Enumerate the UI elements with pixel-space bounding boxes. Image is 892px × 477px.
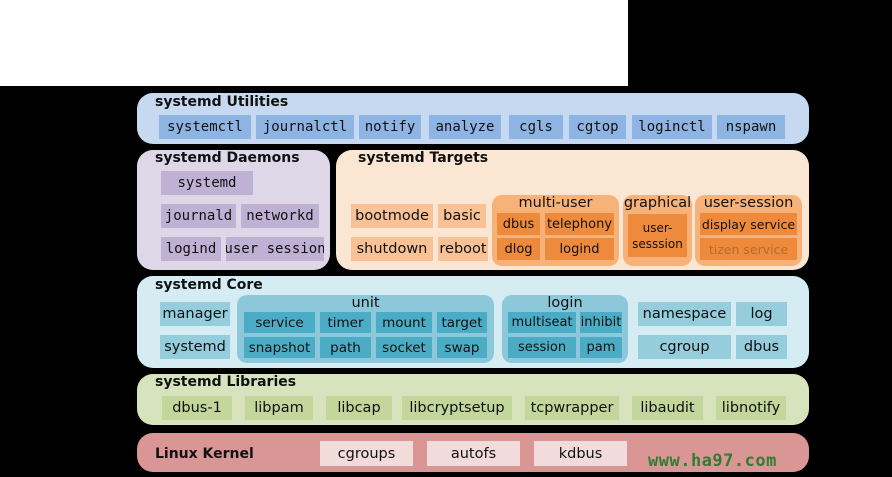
unit-service: service xyxy=(244,312,315,333)
utility-notify: notify xyxy=(359,115,421,139)
kernel-kdbus: kdbus xyxy=(534,441,627,466)
library-dbus-1: dbus-1 xyxy=(162,396,232,420)
library-libpam: libpam xyxy=(245,396,313,420)
core-manager: manager xyxy=(160,302,230,326)
daemon-systemd: systemd xyxy=(161,171,253,195)
unit-path: path xyxy=(320,337,371,358)
multi-user-dbus: dbus xyxy=(497,213,540,235)
core-dbus: dbus xyxy=(736,335,787,359)
core-log: log xyxy=(736,302,787,326)
utility-nspawn: nspawn xyxy=(717,115,785,139)
login-session: session xyxy=(508,337,576,358)
utility-systemctl: systemctl xyxy=(159,115,251,139)
library-libnotify: libnotify xyxy=(716,396,786,420)
graphical-title: graphical xyxy=(623,195,692,211)
unit-snapshot: snapshot xyxy=(244,337,315,358)
target-bootmode: bootmode xyxy=(351,204,433,228)
utilities-title: systemd Utilities xyxy=(155,94,289,110)
login-pam: pam xyxy=(580,337,622,358)
daemon-journald: journald xyxy=(161,204,236,228)
library-libcap: libcap xyxy=(326,396,392,420)
unit-target: target xyxy=(437,312,487,333)
targets-title: systemd Targets xyxy=(358,150,489,166)
login-inhibit: inhibit xyxy=(580,312,622,333)
unit-mount: mount xyxy=(376,312,432,333)
core-cgroup: cgroup xyxy=(638,335,731,359)
target-basic: basic xyxy=(438,204,486,228)
utility-loginctl: loginctl xyxy=(632,115,712,139)
core-systemd: systemd xyxy=(160,335,230,359)
kernel-title: Linux Kernel xyxy=(155,446,254,462)
daemon-networkd: networkd xyxy=(241,204,319,228)
multi-user-logind: logind xyxy=(545,238,614,260)
library-libaudit: libaudit xyxy=(632,396,703,420)
daemon-logind: logind xyxy=(161,237,221,261)
daemon-user-session: user session xyxy=(226,237,324,261)
target-shutdown: shutdown xyxy=(351,237,433,261)
graphical-user-session: user- sesssion xyxy=(628,214,687,257)
utility-cgls: cgls xyxy=(509,115,563,139)
blank-header-area xyxy=(0,0,628,86)
user-session-tizen-service: tizen service xyxy=(700,238,797,260)
core-title: systemd Core xyxy=(155,277,263,293)
libraries-title: systemd Libraries xyxy=(155,374,297,390)
user-session-title: user-session xyxy=(703,195,794,211)
library-tcpwrapper: tcpwrapper xyxy=(525,396,619,420)
library-libcryptsetup: libcryptsetup xyxy=(402,396,512,420)
unit-timer: timer xyxy=(320,312,371,333)
core-namespace: namespace xyxy=(638,302,731,326)
multi-user-title: multi-user xyxy=(518,195,593,211)
utility-journalctl: journalctl xyxy=(256,115,354,139)
unit-socket: socket xyxy=(376,337,432,358)
multi-user-dlog: dlog xyxy=(497,238,540,260)
kernel-cgroups: cgroups xyxy=(320,441,413,466)
unit-swap: swap xyxy=(437,337,487,358)
unit-title: unit xyxy=(351,295,380,311)
daemons-title: systemd Daemons xyxy=(155,150,300,166)
utility-analyze: analyze xyxy=(429,115,501,139)
multi-user-telephony: telephony xyxy=(545,213,614,235)
login-title: login xyxy=(547,295,583,311)
watermark-text: www.ha97.com xyxy=(648,451,777,471)
login-multiseat: multiseat xyxy=(508,312,576,333)
user-session-display-service: display service xyxy=(700,213,797,235)
utility-cgtop: cgtop xyxy=(569,115,626,139)
target-reboot: reboot xyxy=(438,237,488,261)
kernel-autofs: autofs xyxy=(427,441,520,466)
